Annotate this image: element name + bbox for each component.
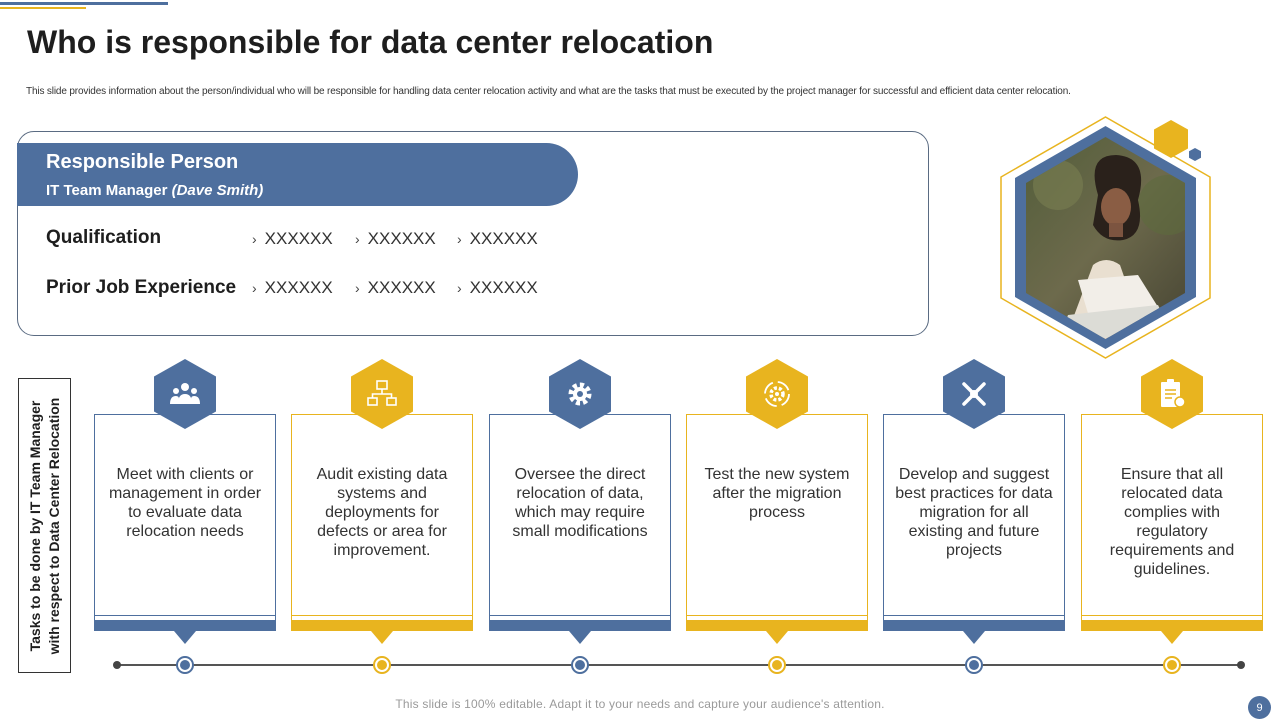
chevron-right-icon: ›: [252, 231, 257, 247]
timeline: [117, 664, 1241, 666]
accent-line-gold: [0, 7, 86, 9]
footer-note: This slide is 100% editable. Adapt it to…: [395, 697, 885, 711]
person-role: IT Team Manager (Dave Smith): [46, 182, 263, 199]
task-pointer: [569, 631, 591, 644]
slide-title: Who is responsible for data center reloc…: [27, 24, 714, 60]
task-card: Ensure that all relocated data complies …: [1081, 414, 1263, 631]
checklist-icon: [1141, 359, 1203, 429]
timeline-marker: [373, 656, 391, 674]
person-role-title: IT Team Manager: [46, 182, 168, 199]
decorative-hexagon: [1189, 148, 1201, 161]
experience-item: ›XXXXXX: [457, 278, 538, 297]
person-banner: [17, 143, 578, 206]
timeline-marker: [768, 656, 786, 674]
qualification-item: ›XXXXXX: [252, 229, 333, 248]
task-text: Ensure that all relocated data complies …: [1109, 466, 1235, 578]
timeline-start: [113, 661, 121, 669]
person-heading: Responsible Person: [46, 151, 239, 173]
experience-item: ›XXXXXX: [355, 278, 436, 297]
person-photo: [1000, 116, 1211, 359]
timeline-marker: [965, 656, 983, 674]
timeline-end: [1237, 661, 1245, 669]
task-text: Oversee the direct relocation of data, w…: [512, 466, 648, 540]
task-card: Test the new system after the migration …: [686, 414, 868, 631]
task-text: Audit existing data systems and deployme…: [316, 466, 448, 559]
chevron-right-icon: ›: [457, 231, 462, 247]
experience-item: ›XXXXXX: [252, 278, 333, 297]
task-pointer: [766, 631, 788, 644]
qualification-item: ›XXXXXX: [457, 229, 538, 248]
accent-line-blue: [0, 2, 168, 5]
task-pointer: [963, 631, 985, 644]
tasks-heading: Tasks to be done by IT Team Manager with…: [27, 397, 62, 655]
task-pointer: [1161, 631, 1183, 644]
experience-label: Prior Job Experience: [46, 277, 237, 298]
chevron-right-icon: ›: [252, 280, 257, 296]
timeline-marker: [571, 656, 589, 674]
chevron-right-icon: ›: [355, 231, 360, 247]
task-card: Audit existing data systems and deployme…: [291, 414, 473, 631]
task-text: Meet with clients or management in order…: [108, 466, 262, 540]
task-pointer: [371, 631, 393, 644]
task-text: Develop and suggest best practices for d…: [895, 466, 1053, 559]
task-pointer: [174, 631, 196, 644]
person-name: (Dave Smith): [171, 182, 264, 199]
slide-subtitle: This slide provides information about th…: [26, 86, 1071, 97]
task-card: Oversee the direct relocation of data, w…: [489, 414, 671, 631]
qualification-label: Qualification: [46, 227, 162, 248]
page-number: 9: [1248, 696, 1271, 719]
chevron-right-icon: ›: [355, 280, 360, 296]
timeline-marker: [176, 656, 194, 674]
task-text: Test the new system after the migration …: [704, 466, 850, 521]
chevron-right-icon: ›: [457, 280, 462, 296]
responsible-person-card: [17, 131, 929, 336]
tasks-heading-box: [18, 378, 71, 673]
task-card: Meet with clients or management in order…: [94, 414, 276, 631]
timeline-marker: [1163, 656, 1181, 674]
task-card: Develop and suggest best practices for d…: [883, 414, 1065, 631]
qualification-item: ›XXXXXX: [355, 229, 436, 248]
